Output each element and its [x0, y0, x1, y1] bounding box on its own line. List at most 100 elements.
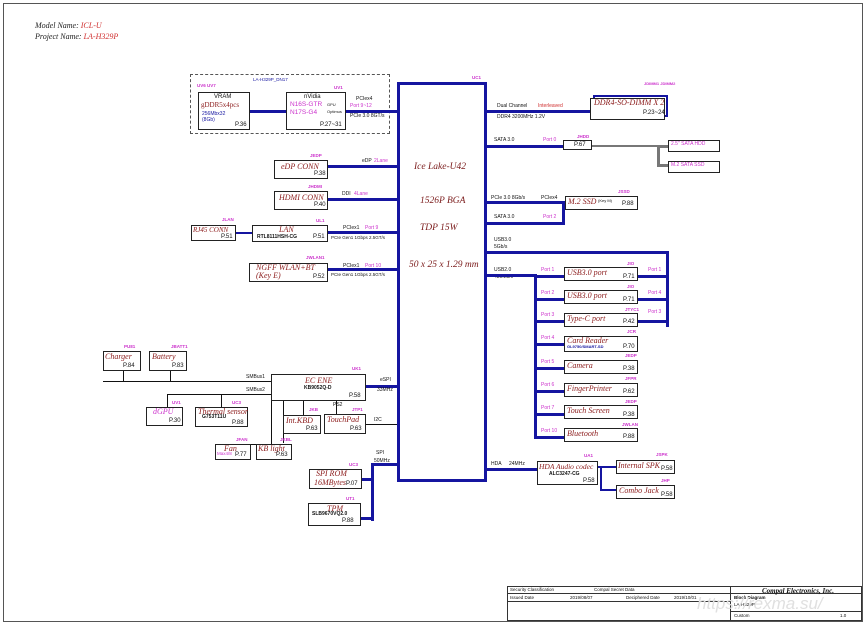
charger-page: P.84 [123, 363, 135, 369]
jack-page: P.58 [661, 492, 673, 498]
ngff-link-port: Port 10 [365, 263, 382, 269]
ec-fan-link-h [236, 444, 272, 445]
usb-port-7-block[interactable] [564, 405, 638, 419]
smbus1-charger-drop [123, 371, 124, 381]
hdd-option-hdd[interactable] [668, 140, 720, 152]
ddr-link-note: Interleaved [538, 103, 563, 109]
block-title: Block Diagram [734, 595, 766, 600]
hdd-option-ssd[interactable] [668, 161, 720, 173]
ssd-join [562, 201, 565, 225]
rj45-block[interactable] [191, 225, 236, 241]
thermal-name: Thermal sensor [198, 407, 249, 416]
cpu-package: 1526P BGA [420, 196, 466, 206]
gpu-page: P.27~31 [320, 122, 342, 128]
usb-port-5-block[interactable] [564, 360, 638, 374]
ngff-page: P.52 [313, 274, 325, 280]
ddr-speed: DDR4 3200MHz 1.2V [497, 114, 546, 120]
ngff-link-speed: PCIe Gen1 1Gbps 2.5GT/s [331, 272, 386, 277]
espi-bus [366, 385, 397, 388]
lan-block[interactable] [252, 225, 328, 242]
battery-ref: JBATT1 [171, 344, 188, 349]
hdd-link-a [660, 145, 668, 148]
codec-block[interactable] [537, 461, 598, 485]
usb-port-8-name: Bluetooth [567, 429, 599, 438]
gpu-block[interactable] [286, 92, 346, 130]
spi-bus [371, 463, 397, 466]
lan-name: LAN [279, 225, 294, 234]
edp-page: P.38 [314, 171, 326, 177]
hdd-connector[interactable] [563, 140, 592, 150]
usb-port-6-block[interactable] [564, 383, 638, 397]
spk-block[interactable] [616, 460, 675, 474]
usb-port-3-block[interactable] [564, 313, 638, 327]
hdd-link [592, 145, 658, 147]
thermal-block[interactable] [195, 407, 248, 427]
dgpu-block[interactable] [146, 407, 183, 426]
smbus2-thermal-drop [221, 394, 222, 407]
ngff-block[interactable] [249, 263, 328, 282]
usb-port-1-ref: JIO [627, 261, 635, 266]
kblight-block[interactable] [256, 444, 292, 460]
ec-tp-link [336, 401, 337, 414]
ssd-block[interactable] [565, 196, 638, 210]
ddr-name: DDR4-SO-DIMM X 2 [594, 98, 665, 107]
title-model: LA-H329P [734, 602, 755, 607]
usb-port-2-block[interactable] [564, 290, 638, 304]
spk-ref: JSPK [656, 452, 668, 457]
vram-block[interactable] [198, 92, 250, 130]
ec-page: P.58 [349, 393, 361, 399]
ddr-link-label: Dual Channel [497, 103, 528, 109]
usb-port-3-name: Type-C port [567, 314, 606, 323]
hdmi-bus [328, 198, 397, 201]
edp-block[interactable] [274, 160, 328, 179]
charger-block[interactable] [103, 351, 141, 371]
rj45-ref: JLAN [222, 217, 234, 222]
usb-port-1-left: Port 1 [541, 267, 555, 273]
lan-link-label: PCIex1 [343, 225, 360, 231]
codec-name: HDA Audio codec [539, 462, 594, 471]
title-size: Custom [734, 613, 750, 618]
jack-block[interactable] [616, 485, 675, 499]
intkbd-block[interactable] [283, 415, 321, 434]
usb-port-2-link [537, 298, 564, 301]
cpu-block[interactable] [397, 82, 487, 482]
spirom-block[interactable] [309, 469, 362, 489]
company-name: Compal Electronics, Inc. [762, 587, 834, 595]
usb2-trunk [534, 274, 537, 439]
usb-port-7-left: Port 7 [541, 405, 555, 411]
usb3-bus [487, 251, 669, 254]
hdmi-ref: JHDMI [308, 184, 323, 189]
usb-port-1-block[interactable] [564, 267, 638, 281]
usb-port-6-left: Port 6 [541, 382, 555, 388]
title-row-3 [730, 611, 862, 612]
ec-block[interactable] [271, 374, 366, 401]
touchpad-block[interactable] [324, 414, 366, 434]
ssd-page: P.88 [622, 201, 634, 207]
fan-block[interactable] [215, 444, 251, 460]
spirom-ref: UC3 [349, 462, 359, 467]
ngff-bus [328, 268, 397, 271]
usb-port-1-r-link [638, 275, 668, 278]
touchpad-page: P.63 [350, 426, 362, 432]
usb-port-5-name: Camera [567, 361, 593, 370]
usb-port-6-ref: JFPR [625, 376, 637, 381]
spirom-size: 16MBytes [314, 478, 346, 487]
usb-port-8-block[interactable] [564, 428, 638, 442]
usb-port-7-link [537, 413, 564, 416]
hdd-option-hdd-label: 2.5" SATA HDD [671, 141, 706, 147]
tpm-block[interactable] [308, 503, 361, 526]
usb-port-3-left: Port 3 [541, 312, 555, 318]
title-block [507, 586, 862, 621]
hda-label: HDA [491, 461, 502, 467]
i2c-label: I2C [374, 417, 382, 423]
battery-block[interactable] [149, 351, 187, 371]
usb-port-4-block[interactable] [564, 336, 638, 352]
gpu-title: nVidia [304, 94, 321, 100]
jack-name: Combo Jack [619, 486, 659, 495]
gpu-pcie-speed: PCIe 3.0 8GT/s [350, 113, 385, 119]
spk-page: P.58 [661, 466, 673, 472]
hdmi-block[interactable] [274, 191, 328, 210]
vram-refs: UV6 UV7 [197, 83, 216, 88]
ngff-key: (Key E) [256, 271, 281, 280]
project-name-label: Project Name: [35, 32, 82, 41]
